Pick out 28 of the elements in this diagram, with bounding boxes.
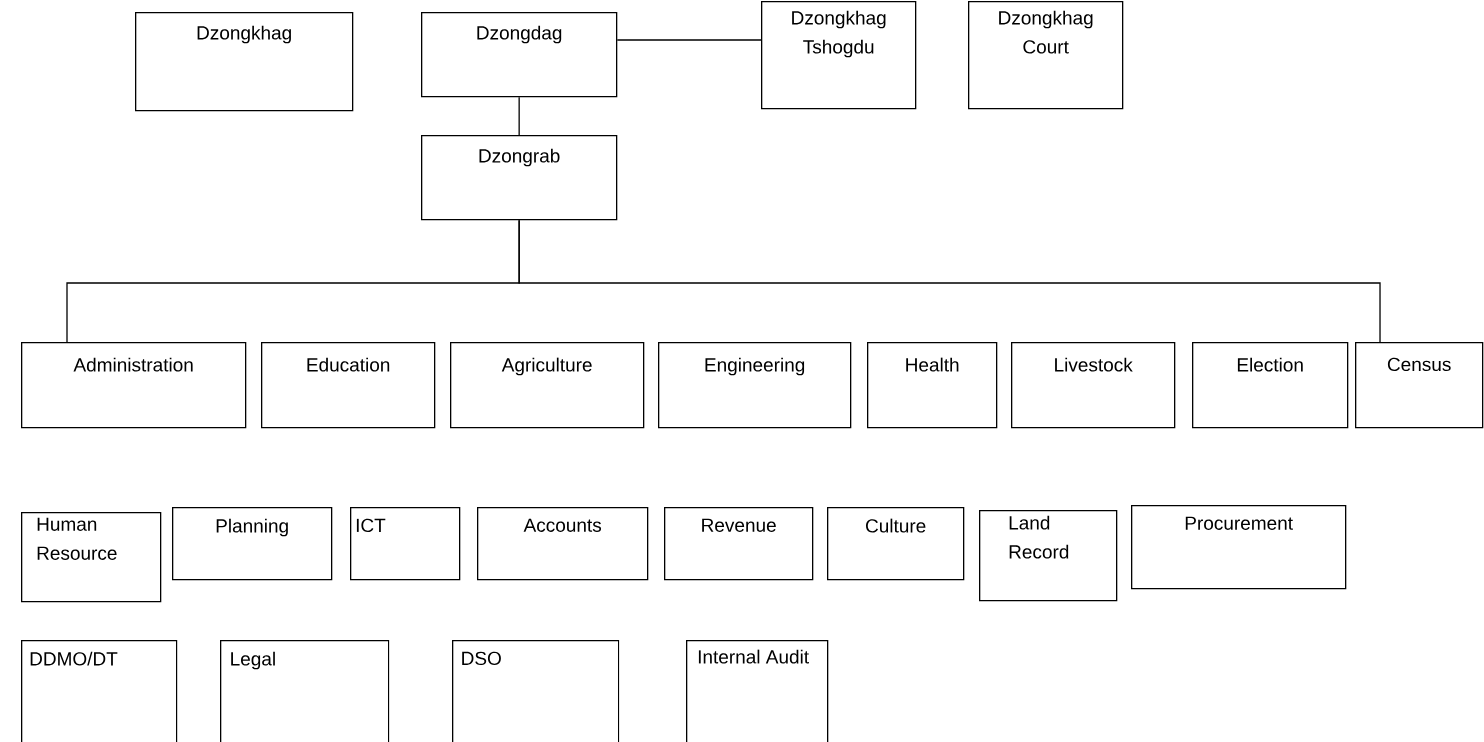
connector-line xyxy=(518,96,520,136)
org-box: Internal Audit xyxy=(686,640,829,742)
org-box: DDMO/DT xyxy=(21,640,178,742)
org-box: Election xyxy=(1192,342,1349,429)
org-box: ICT xyxy=(350,507,461,581)
org-box: Dzongdag xyxy=(421,12,618,98)
org-box: Human Resource xyxy=(21,512,162,603)
org-box: Education xyxy=(261,342,436,429)
org-box: Livestock xyxy=(1011,342,1176,429)
org-box: Census xyxy=(1355,342,1484,429)
org-box: Dzongrab xyxy=(421,135,618,221)
org-box: Dzongkhag Tshogdu xyxy=(761,1,917,110)
org-box: Planning xyxy=(172,507,333,581)
org-box: DSO xyxy=(452,640,620,742)
connector-line xyxy=(616,39,762,41)
org-box: Revenue xyxy=(664,507,814,581)
org-box: Engineering xyxy=(658,342,852,429)
org-box: Agriculture xyxy=(450,342,645,429)
org-box: Procurement xyxy=(1131,505,1347,590)
org-box: Culture xyxy=(827,507,965,581)
org-box: Accounts xyxy=(477,507,649,581)
org-box: Dzongkhag xyxy=(135,12,354,112)
org-box: Administration xyxy=(21,342,247,429)
org-box: Land Record xyxy=(979,510,1118,602)
org-box: Legal xyxy=(220,640,390,742)
org-box: Health xyxy=(867,342,998,429)
org-box: Dzongkhag Court xyxy=(968,1,1124,110)
connector-line xyxy=(518,219,1381,343)
